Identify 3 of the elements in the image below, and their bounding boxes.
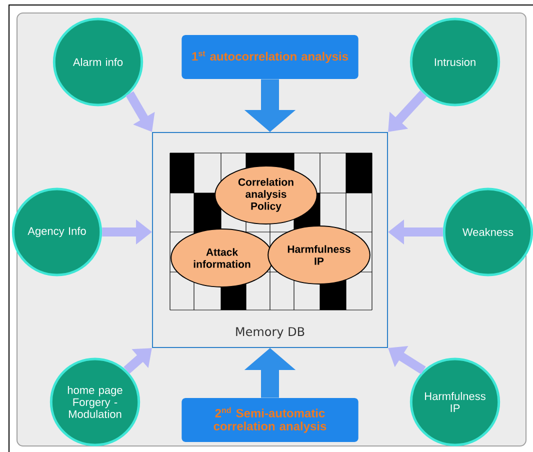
analysis-banner: 1$^{st}$ autocorrelation analysis xyxy=(182,35,358,79)
analysis-banner: 2$^{nd}$ Semi-automatic correlation analysis xyxy=(182,398,358,442)
arrow xyxy=(388,90,427,132)
